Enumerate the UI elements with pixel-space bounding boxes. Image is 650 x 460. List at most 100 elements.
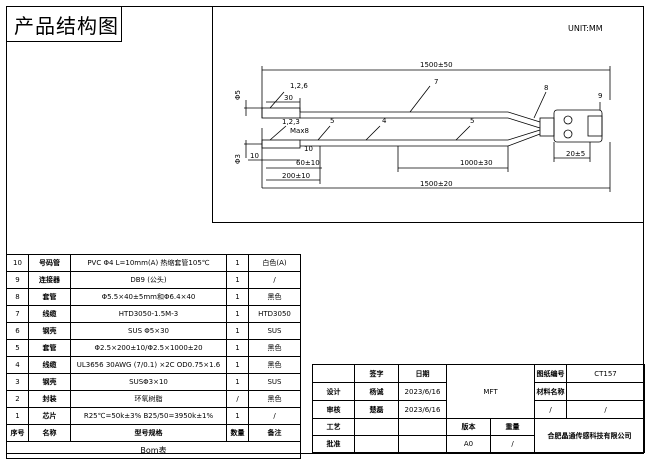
- cable-bend: [507, 133, 541, 147]
- tb-review-label: 审核: [312, 400, 355, 419]
- bom-cell: Φ2.5×200±10/Φ2.5×1000±20: [70, 339, 227, 357]
- bom-cell: DB9 (公头): [70, 271, 227, 289]
- dim-200-label: 200±10: [282, 172, 310, 180]
- bom-header-cell: 型号规格: [70, 424, 227, 442]
- drawing-frame: [6, 6, 644, 454]
- tb-slash-2: /: [566, 400, 645, 419]
- leader: [269, 125, 287, 141]
- bom-cell: 7: [6, 305, 29, 323]
- bom-cell: SUS: [248, 322, 301, 340]
- connector-screw: [563, 115, 573, 125]
- tb-company: 合肥晶通传感科技有限公司: [534, 418, 645, 453]
- bom-cell: 9: [6, 271, 29, 289]
- bom-cell: 4: [6, 356, 29, 374]
- bom-cell: 1: [226, 254, 249, 272]
- bom-cell: 1: [226, 407, 249, 425]
- bom-cell: 连接器: [28, 271, 71, 289]
- title-box: [6, 6, 122, 42]
- tb-drawno-label: 图纸编号: [534, 364, 567, 383]
- bom-cell: 5: [6, 339, 29, 357]
- bom-cell: 10: [6, 254, 29, 272]
- bom-cell: SUS: [248, 373, 301, 391]
- bom-cell: 1: [6, 407, 29, 425]
- bom-cell: 1: [226, 322, 249, 340]
- bom-cell: SUS Φ5×30: [70, 322, 227, 340]
- cable-bend: [507, 111, 541, 123]
- tb-process-label: 工艺: [312, 418, 355, 436]
- bom-cell: /: [226, 390, 249, 408]
- bom-header-cell: 备注: [248, 424, 301, 442]
- leader: [317, 125, 331, 141]
- dim-total-bottom-label: 1500±20: [420, 180, 453, 188]
- bom-cell: HTD3050: [248, 305, 301, 323]
- dim-10a-label: 10: [250, 152, 259, 160]
- connector-screw: [563, 129, 573, 139]
- callout-7: 7: [434, 78, 438, 86]
- dim-phi5-label: Φ5: [234, 90, 242, 100]
- tb-design-name: 杨诚: [354, 382, 399, 401]
- leader: [409, 85, 431, 113]
- bom-cell: 钢壳: [28, 322, 71, 340]
- bom-cell: 线缆: [28, 305, 71, 323]
- bom-cell: 黑色: [248, 339, 301, 357]
- tb-cell: [398, 418, 447, 436]
- dim-max8-label: Max8: [290, 127, 309, 135]
- dim-phi3-label: Φ3: [234, 154, 242, 164]
- tb-review-name: 楚磊: [354, 400, 399, 419]
- bom-header-cell: 名称: [28, 424, 71, 442]
- callout-126: 1,2,6: [290, 82, 308, 90]
- dim-10b-label: 10: [304, 145, 313, 153]
- bom-cell: SUSΦ3×10: [70, 373, 227, 391]
- bom-title: Bom表: [6, 441, 301, 459]
- bom-cell: 1: [226, 288, 249, 306]
- cable-bend: [507, 129, 541, 141]
- bom-cell: /: [248, 271, 301, 289]
- bom-cell: 芯片: [28, 407, 71, 425]
- connector-sleeve: [539, 117, 555, 137]
- tb-slash-1: /: [534, 400, 567, 419]
- bom-cell: 1: [226, 373, 249, 391]
- bom-cell: 钢壳: [28, 373, 71, 391]
- bom-cell: 1: [226, 339, 249, 357]
- callout-4: 4: [382, 117, 387, 125]
- tb-version: A0: [446, 435, 491, 453]
- bom-cell: 黑色: [248, 356, 301, 374]
- tb-weight-label: 重量: [490, 418, 535, 436]
- bom-cell: 6: [6, 322, 29, 340]
- tb-cell: [312, 364, 355, 383]
- bom-cell: 套管: [28, 288, 71, 306]
- callout-123: 1,2,3: [282, 118, 300, 126]
- leader: [269, 91, 285, 109]
- callout-8: 8: [544, 84, 548, 92]
- dim-total-top-label: 1500±50: [420, 61, 453, 69]
- bom-cell: 1: [226, 356, 249, 374]
- bom-header-cell: 数量: [226, 424, 249, 442]
- tb-material-label: 材料名称: [534, 382, 567, 401]
- page-title: 产品结构图: [14, 14, 119, 38]
- tb-drawno: CT157: [566, 364, 645, 383]
- bom-cell: HTD3050-1.5M-3: [70, 305, 227, 323]
- bom-cell: 白色(A): [248, 254, 301, 272]
- bom-header-cell: 序号: [6, 424, 29, 442]
- cable-bend: [507, 117, 541, 129]
- leader: [365, 125, 381, 141]
- title-block: 签字 日期 MFT 图纸编号 CT157 设计 杨诚 2023/6/16 材料名…: [312, 364, 645, 453]
- unit-label: UNIT:MM: [568, 24, 603, 33]
- bom-cell: 环氧树脂: [70, 390, 227, 408]
- bom-cell: 套管: [28, 339, 71, 357]
- bom-cell: 1: [226, 305, 249, 323]
- dim-60-label: 60±10: [296, 159, 320, 167]
- tb-mft: MFT: [446, 364, 535, 419]
- tb-sign-header: 签字: [354, 364, 399, 383]
- drawing-area: [212, 6, 644, 223]
- bom-cell: 8: [6, 288, 29, 306]
